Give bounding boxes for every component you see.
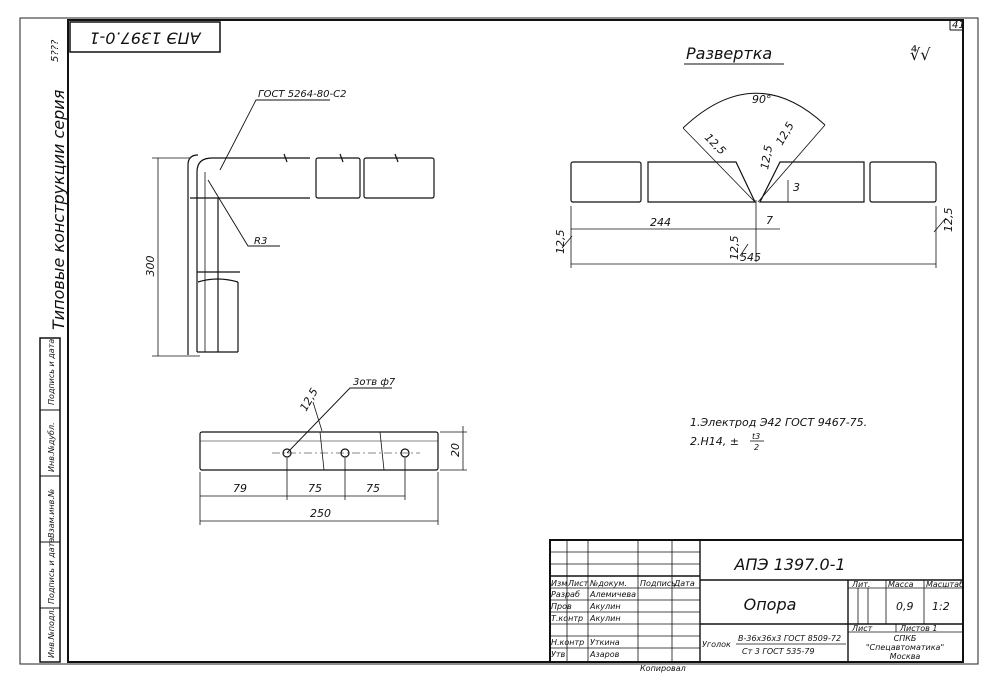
note-2-den: 2 <box>754 443 759 452</box>
edge-left: 12,5 <box>554 230 567 255</box>
role-5: Утв <box>551 650 566 659</box>
org-line-3: Москва <box>890 652 921 661</box>
title-doc-code: АПЭ 1397.0-1 <box>733 555 845 574</box>
left-stamp-2: Инв.№дубл. <box>47 422 56 472</box>
edge-right: 12,5 <box>942 208 955 233</box>
roughness-mark: ∜√ <box>910 44 931 64</box>
name-5: Азаров <box>589 650 620 659</box>
material-line-1: В-36х36х3 ГОСТ 8509-72 <box>738 634 841 643</box>
dim-20: 20 <box>449 443 462 457</box>
left-stamp-3: Взам.инв.№ <box>47 489 56 538</box>
dim-3: 3 <box>793 181 800 194</box>
scale-label: Масштаб <box>926 580 964 589</box>
left-stamp-column: Подпись и дата Инв.№дубл. Взам.инв.№ Под… <box>39 337 61 663</box>
note-1: 1.Электрод Э42 ГОСТ 9467-75. <box>690 416 867 429</box>
height-dim: 300 <box>144 256 157 277</box>
left-stamp-1: Подпись и дата <box>47 339 56 405</box>
title-block <box>549 539 964 663</box>
stamp-box <box>69 21 221 53</box>
name-3: Акулин <box>589 614 621 623</box>
development-title: Развертка <box>686 44 772 63</box>
lit-label: Лит. <box>851 580 870 589</box>
note-2: 2.Н14, ± <box>690 435 739 448</box>
role-1: Разраб <box>551 590 580 599</box>
org-line-2: "Спецавтоматика" <box>866 643 944 652</box>
hole-view <box>199 387 467 525</box>
angle-90: 90° <box>752 93 772 106</box>
th-izm: Изм <box>551 579 567 588</box>
hole-angle-leg: 12,5 <box>297 386 321 414</box>
edge-bottom: 12,5 <box>728 236 741 261</box>
dim-244: 244 <box>650 216 671 229</box>
dim-79: 79 <box>233 482 247 495</box>
th-date: Дата <box>673 579 695 588</box>
material-prefix: Уголок <box>702 640 731 649</box>
stamp-code: АПЭ 1397.0-1 <box>89 29 201 48</box>
role-2: Пров <box>551 602 572 611</box>
radius-label: R3 <box>254 236 267 247</box>
th-doc: №докум. <box>589 579 627 588</box>
inner-frame <box>67 19 964 663</box>
leg-right: 12,5 <box>773 120 797 148</box>
weld-label: ГОСТ 5264-80-С2 <box>258 89 346 100</box>
corner-mark: 5??? <box>50 39 61 62</box>
left-stamp-5: Инв.№подл. <box>47 608 56 658</box>
mass-value: 0,9 <box>896 600 914 613</box>
material-line-2: Ст 3 ГОСТ 535-79 <box>742 647 815 656</box>
bent-angle-view <box>152 99 435 357</box>
outer-frame <box>19 17 979 665</box>
holes-label: 3отв ф7 <box>353 377 396 388</box>
sheets-label: Листов 1 <box>899 624 938 633</box>
dim-75-b: 75 <box>366 482 380 495</box>
left-stamp-4: Подпись и дата <box>47 538 56 604</box>
part-name: Опора <box>744 595 797 614</box>
page-number: 41 <box>952 20 965 31</box>
th-list: Лист <box>567 579 589 588</box>
mass-label: Масса <box>888 580 914 589</box>
dim-545: 545 <box>740 251 761 264</box>
org-line-1: СПКБ <box>894 634 917 643</box>
name-1: Алемичева <box>589 590 636 599</box>
th-sign: Подпись <box>640 579 676 588</box>
sheet-label: Лист <box>851 624 873 633</box>
name-4: Уткина <box>590 638 620 647</box>
role-4: Н.контр <box>551 638 584 647</box>
development-view <box>561 92 947 268</box>
name-2: Акулин <box>589 602 621 611</box>
note-2-num: t3 <box>752 432 760 441</box>
scale-value: 1:2 <box>932 600 950 613</box>
dim-7: 7 <box>766 214 773 227</box>
footer-copied: Копировал <box>640 664 686 673</box>
role-3: Т.контр <box>551 614 583 623</box>
leg-mid: 12,5 <box>758 144 775 170</box>
dim-75-a: 75 <box>308 482 322 495</box>
series-label: Типовые конструкции серия <box>49 89 68 330</box>
leg-left: 12,5 <box>702 131 729 158</box>
dim-250: 250 <box>310 507 331 520</box>
